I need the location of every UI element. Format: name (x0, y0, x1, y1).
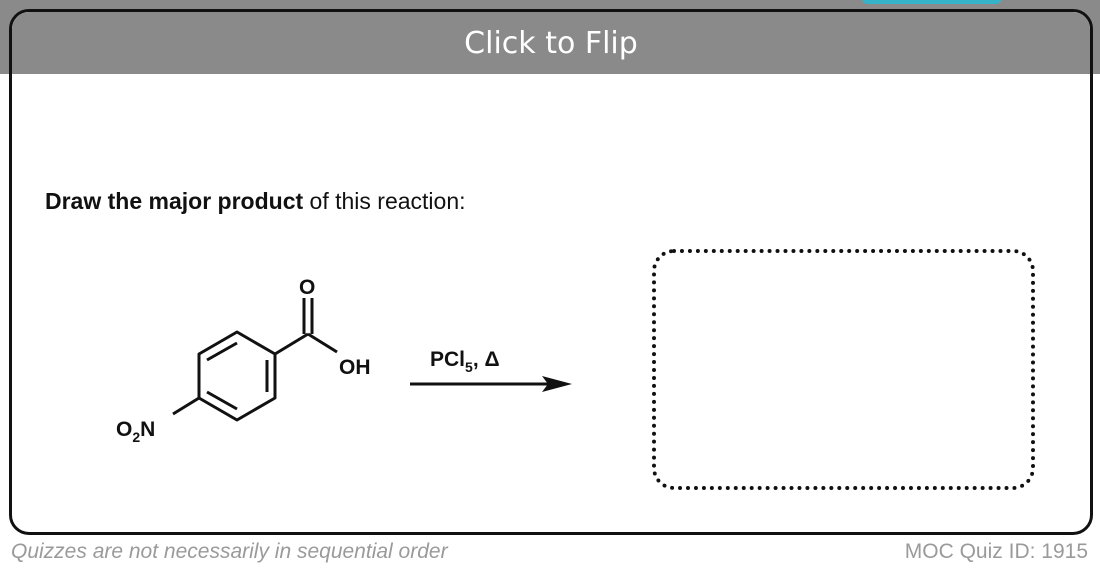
question-bold: Draw the major product (45, 188, 304, 214)
nitro-subscript: 2 (132, 429, 140, 445)
reagent-subscript: 5 (465, 359, 473, 375)
click-to-flip-button[interactable]: Click to Flip (12, 12, 1090, 74)
quiz-id: MOC Quiz ID: 1915 (904, 540, 1088, 563)
nitro-group-label: O2N (116, 418, 155, 445)
question-prompt: Draw the major product of this reaction: (45, 188, 466, 215)
flashcard[interactable]: Click to Flip Draw the major product of … (9, 9, 1093, 535)
nitro-n-label: N (140, 418, 155, 441)
nitro-o-label: O (116, 418, 132, 441)
arrow-head-icon (542, 376, 572, 392)
reaction-arrow: PCl5, Δ (410, 348, 572, 392)
accent-tab (862, 0, 1002, 4)
sequence-note: Quizzes are not necessarily in sequentia… (11, 540, 448, 563)
reagent-main: PCl (430, 348, 465, 371)
reagent-suffix: , Δ (473, 348, 500, 371)
reagent-label: PCl5, Δ (430, 348, 500, 375)
question-rest: of this reaction: (303, 188, 466, 214)
carbonyl-oxygen-label: O (299, 276, 315, 299)
reactant-structure: O OH O2N (116, 276, 371, 445)
benzene-ring (197, 330, 277, 422)
flip-label: Click to Flip (464, 25, 638, 61)
hydroxyl-label: OH (339, 356, 371, 379)
answer-drop-box[interactable] (652, 249, 1035, 490)
